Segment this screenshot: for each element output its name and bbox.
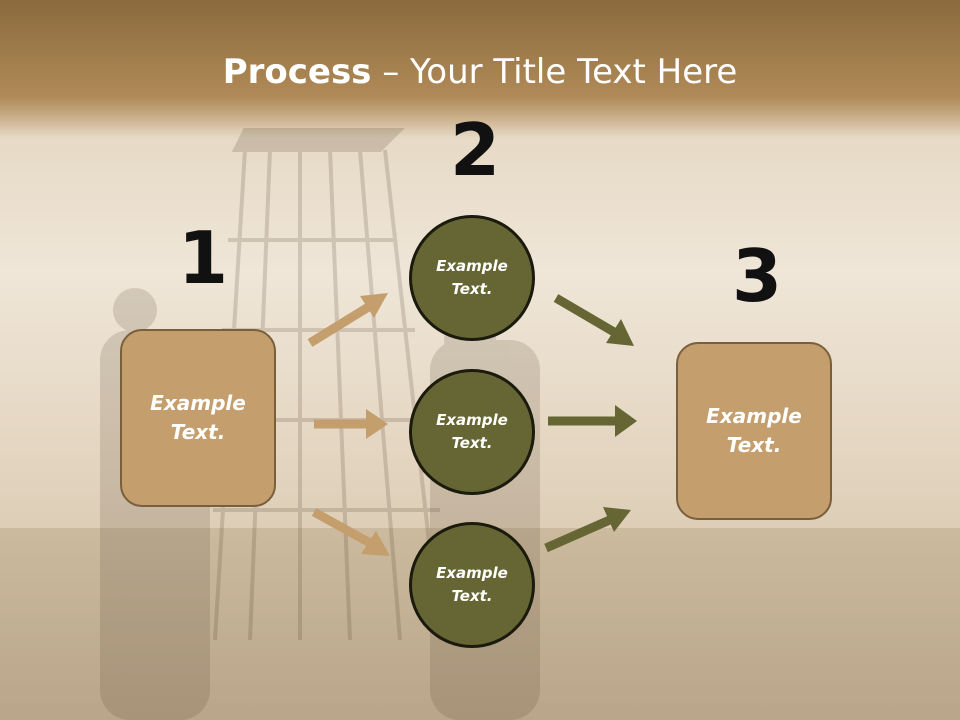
left-arrow-middle [314,409,388,439]
circle-3-text-line2: Text. [451,587,493,605]
title-rest: – Your Title Text Here [371,52,738,92]
left-box-text-line2: Text. [170,420,226,444]
right-arrow-up [544,507,631,553]
circle-2-text-line1: Example [436,411,508,429]
step-number-2: 2 [450,108,501,192]
left-box-text-line1: Example [150,391,246,415]
circle-1-text-line1: Example [436,257,508,275]
circle-1-text-line2: Text. [451,280,493,298]
right-arrow-middle [548,405,637,437]
step-number-1: 1 [178,216,229,300]
title-band [0,0,960,138]
left-arrow-down [311,508,390,556]
title-bold: Process [222,52,372,92]
left-arrow-up [307,293,388,347]
slide-title: Process – Your Title Text Here [0,52,960,92]
right-box-text-line1: Example [706,404,802,428]
right-box-text-line2: Text. [726,433,782,457]
circle-2-text-line2: Text. [451,434,493,452]
circle-3-text-line1: Example [436,564,508,582]
step-number-3: 3 [732,234,783,318]
right-arrow-down [553,294,634,346]
